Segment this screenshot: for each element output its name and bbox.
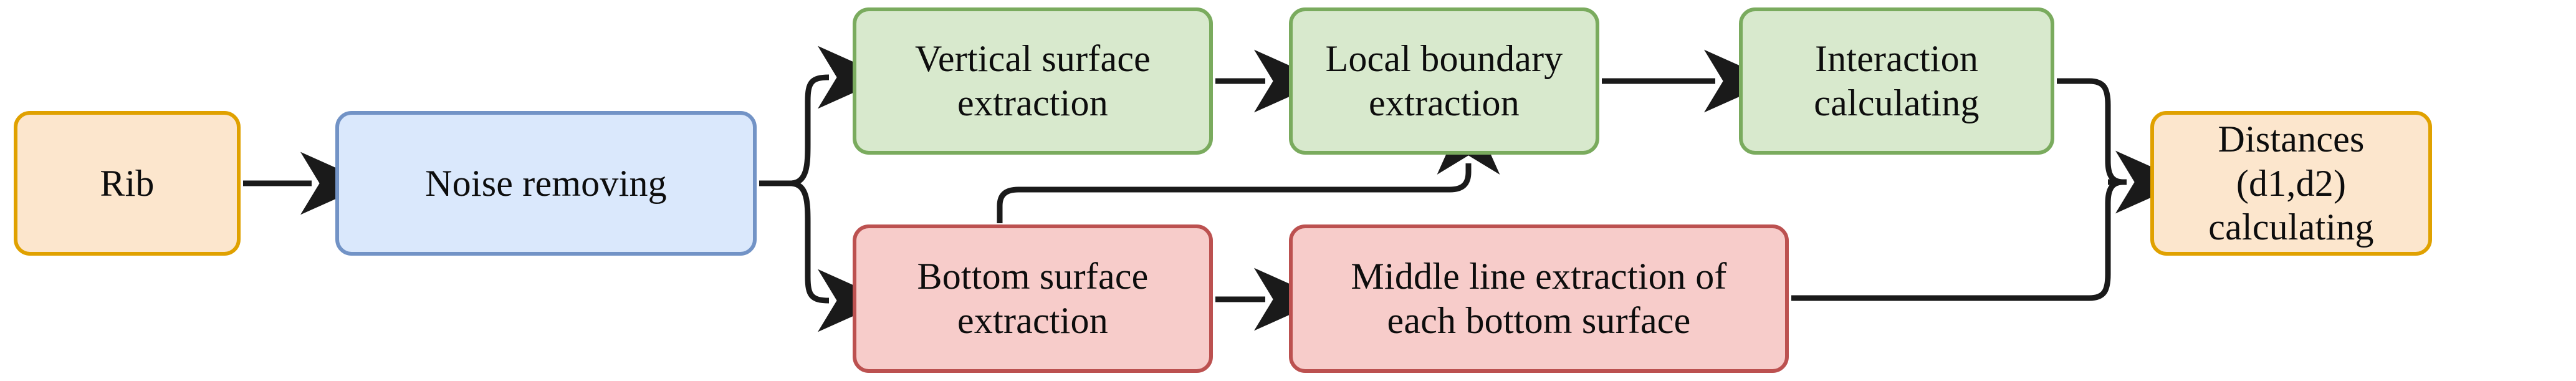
node-noise-removing-label: Noise removing — [425, 162, 667, 204]
edge-bottom-to-localbound-feedback — [997, 104, 1500, 223]
node-noise-removing[interactable]: Noise removing — [335, 111, 757, 256]
node-rib[interactable]: Rib — [14, 111, 241, 256]
edge-middle-to-distances — [1791, 179, 2124, 301]
edge-noise-to-vertical — [790, 46, 888, 186]
node-rib-label: Rib — [100, 162, 155, 204]
node-distances-calculating[interactable]: Distances (d1,d2)calculating — [2150, 111, 2432, 256]
edge-noise-to-bottom — [790, 180, 888, 332]
edge-interact-to-distances — [2057, 78, 2124, 185]
node-distances-calculating-label: Distances (d1,d2)calculating — [2208, 118, 2374, 248]
